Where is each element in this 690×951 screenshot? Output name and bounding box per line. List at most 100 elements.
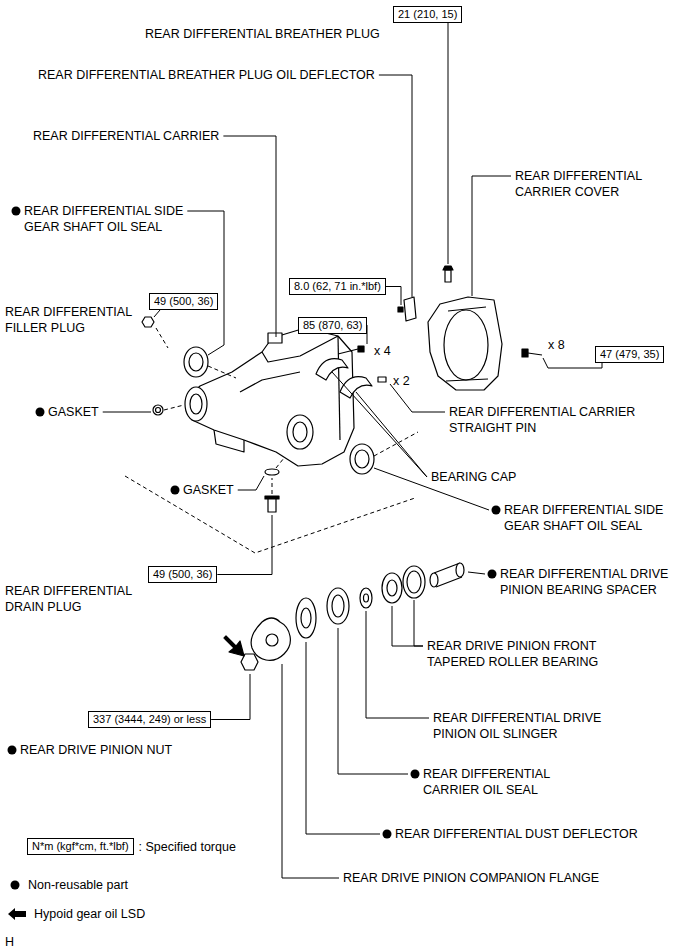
carrier-bolt bbox=[338, 349, 358, 354]
leader-line bbox=[103, 412, 151, 413]
torque-box: 337 (3444, 249) or less bbox=[88, 711, 211, 728]
part-name: GASKET bbox=[183, 482, 234, 498]
oil-slinger bbox=[364, 594, 369, 602]
oil-slinger bbox=[360, 588, 372, 608]
leader-line bbox=[187, 211, 224, 355]
dust-deflector bbox=[296, 598, 316, 638]
part-name: REAR DIFFERENTIAL BREATHER PLUG bbox=[145, 26, 380, 42]
torque-value: 8.0 (62, 71 in.*lbf) bbox=[294, 280, 381, 293]
straight-pin bbox=[378, 377, 386, 382]
side-oil-seal bbox=[184, 347, 374, 474]
leader-line bbox=[392, 606, 423, 646]
bearing-spacer bbox=[456, 563, 464, 577]
differential-carrier bbox=[338, 336, 340, 440]
part-name: REAR DIFFERENTIAL BREATHER PLUG OIL DEFL… bbox=[38, 67, 375, 83]
lsd-oil-arrow bbox=[224, 636, 244, 656]
leader-line bbox=[332, 372, 427, 477]
quantity: x 2 bbox=[393, 373, 410, 389]
differential-carrier bbox=[185, 387, 207, 421]
carrier-oil-seal bbox=[327, 588, 349, 624]
companion-flange bbox=[251, 618, 290, 660]
differential-carrier bbox=[214, 430, 244, 452]
leader-line bbox=[223, 136, 276, 337]
non-reusable-symbol bbox=[492, 506, 501, 515]
bearing-spacer bbox=[430, 563, 464, 587]
carrier-cover bbox=[444, 310, 488, 380]
leader-line bbox=[543, 358, 602, 368]
part-name: REAR DRIVE PINION NUT bbox=[20, 742, 172, 758]
non-reusable-symbol bbox=[383, 830, 392, 839]
cover-bolt bbox=[528, 353, 542, 355]
quantity: x 4 bbox=[374, 343, 391, 359]
bearing-cap bbox=[316, 359, 348, 380]
part-name: REAR DIFFERENTIAL CARRIER COVER bbox=[515, 168, 665, 200]
torque-value: 337 (3444, 249) or less bbox=[93, 713, 206, 726]
leader-line bbox=[448, 23, 449, 264]
side-oil-seal bbox=[184, 347, 208, 377]
oil-deflector bbox=[398, 307, 403, 312]
bearing-spacer bbox=[430, 573, 438, 587]
companion-flange bbox=[251, 618, 290, 660]
side-oil-seal bbox=[350, 444, 374, 474]
non-reusable-symbol bbox=[10, 880, 20, 890]
part-name: REAR DRIVE PINION FRONT TAPERED ROLLER B… bbox=[427, 638, 627, 670]
legend-text: : Specified torque bbox=[139, 840, 236, 854]
differential-carrier bbox=[293, 422, 307, 442]
oil-slinger bbox=[360, 588, 372, 608]
leader-line bbox=[306, 642, 380, 834]
straight-pin bbox=[378, 377, 386, 382]
tapered-roller-bearing bbox=[382, 573, 402, 603]
gasket bbox=[153, 405, 163, 415]
figure-code: H bbox=[5, 934, 14, 950]
non-reusable-symbol bbox=[11, 880, 20, 889]
tapered-roller-bearing bbox=[387, 580, 397, 596]
gasket bbox=[156, 408, 161, 413]
part-name: REAR DIFFERENTIAL CARRIER bbox=[33, 128, 219, 144]
quantity: x 8 bbox=[548, 337, 565, 353]
leader-line bbox=[356, 392, 427, 477]
carrier-oil-seal bbox=[327, 588, 349, 624]
leader-line bbox=[217, 515, 272, 575]
filler-plug bbox=[142, 317, 154, 327]
drain-plug bbox=[265, 496, 279, 512]
carrier-bolt bbox=[358, 346, 364, 352]
torque-box: 49 (500, 36) bbox=[149, 293, 218, 310]
non-reusable-symbol bbox=[411, 770, 420, 779]
legend-text: Hypoid gear oil LSD bbox=[34, 907, 145, 921]
non-reusable-symbol bbox=[12, 207, 21, 216]
lsd-oil-arrow bbox=[224, 636, 244, 656]
torque-value: 85 (870, 63) bbox=[303, 319, 362, 332]
dust-deflector bbox=[296, 598, 316, 638]
gasket bbox=[265, 469, 279, 475]
part-name: REAR DIFFERENTIAL DUST DEFLECTOR bbox=[395, 826, 638, 842]
leader-line bbox=[468, 572, 485, 574]
oil-deflector bbox=[404, 297, 416, 321]
torque-value: 21 (210, 15) bbox=[398, 8, 457, 21]
tapered-roller-bearing bbox=[403, 566, 425, 598]
part-name: REAR DIFFERENTIAL DRIVE PINION OIL SLING… bbox=[433, 710, 628, 742]
carrier-cover bbox=[446, 307, 488, 381]
dust-deflector bbox=[301, 608, 311, 628]
torque-box: 49 (500, 36) bbox=[148, 566, 217, 583]
cover-bolt bbox=[522, 349, 542, 357]
non-reusable-symbol bbox=[8, 746, 17, 755]
legend-torque-box: N*m (kgf*cm, ft.*lbf) bbox=[27, 838, 134, 855]
non-reusable-symbol bbox=[36, 408, 45, 417]
breather-plug bbox=[443, 266, 453, 270]
bearing-cap bbox=[340, 377, 372, 398]
differential-carrier bbox=[185, 328, 354, 466]
legend-item: Non-reusable part bbox=[10, 876, 128, 893]
differential-carrier bbox=[190, 394, 202, 414]
leader-line bbox=[366, 611, 429, 718]
breather-plug bbox=[445, 270, 451, 282]
cover-bolt bbox=[522, 349, 528, 357]
torque-value: 49 (500, 36) bbox=[153, 568, 212, 581]
leader-line bbox=[386, 287, 401, 306]
leader-line bbox=[390, 384, 445, 412]
lsd-oil-symbol bbox=[8, 908, 26, 920]
leader-line bbox=[379, 75, 412, 297]
leader-line bbox=[472, 176, 511, 296]
torque-box: 85 (870, 63) bbox=[298, 317, 367, 334]
drain-plug bbox=[268, 498, 276, 512]
